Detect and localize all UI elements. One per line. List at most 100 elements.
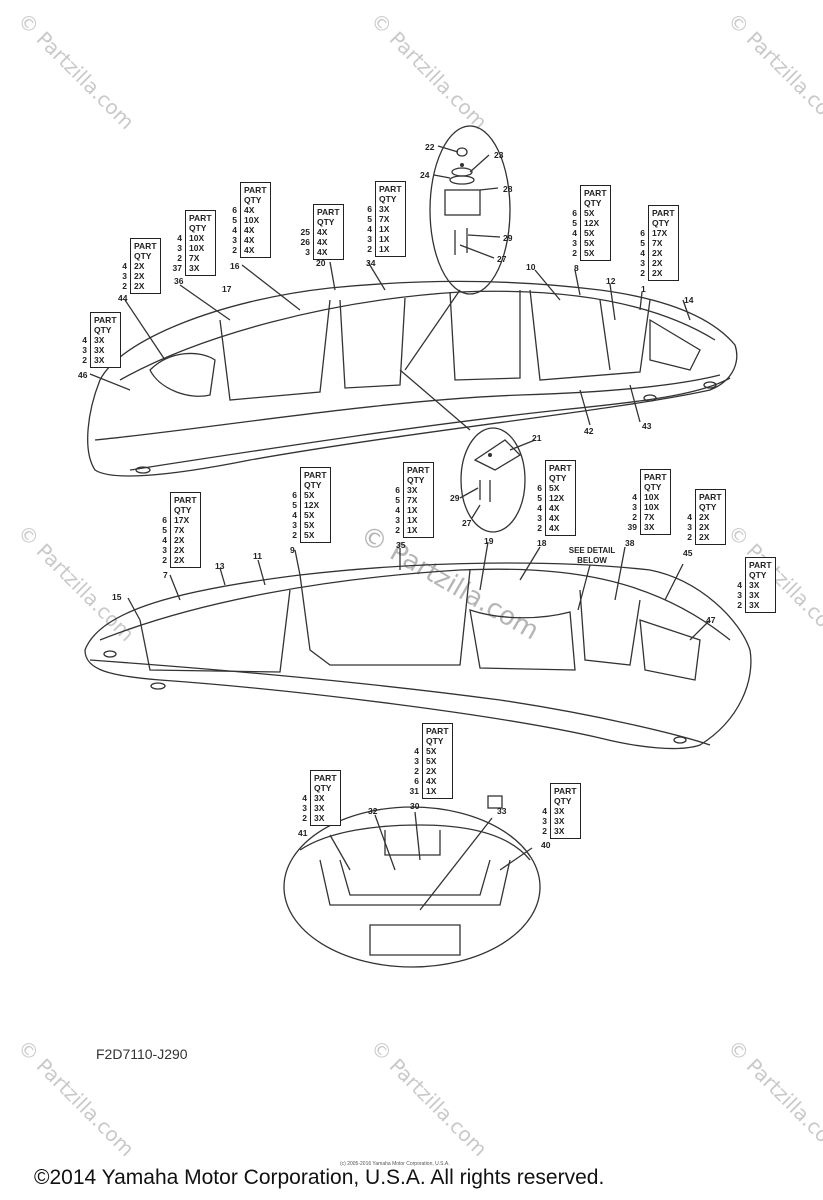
qty-header-qty: QTY <box>244 195 262 205</box>
qty-index: 3 <box>177 243 182 253</box>
qty-index: 25 <box>300 227 310 237</box>
callout-34: 34 <box>366 258 376 268</box>
qty-header-qty: QTY <box>189 223 207 233</box>
small-copyright: (c) 2005-2016 Yamaha Motor Corporation, … <box>340 1161 450 1167</box>
qty-header-qty: QTY <box>699 502 717 512</box>
qty-value: 3X <box>407 485 418 495</box>
qty-header-qty: QTY <box>652 218 670 228</box>
qty-header-part: PART <box>584 188 607 198</box>
qty-value: 4X <box>549 503 560 513</box>
qty-value: 5X <box>304 490 315 500</box>
qty-value: 4X <box>244 245 255 255</box>
rear-detail <box>283 806 541 968</box>
qty-header-part: PART <box>426 726 449 736</box>
qty-index: 4 <box>737 580 742 590</box>
qty-index: 2 <box>82 355 87 365</box>
qty-index: 3 <box>687 522 692 532</box>
callout-9: 9 <box>290 545 295 555</box>
qty-header-qty: QTY <box>407 475 425 485</box>
qty-value: 3X <box>94 355 105 365</box>
qty-index: 3 <box>232 235 237 245</box>
bottom-hull-outline <box>84 562 752 750</box>
qty-index: 4 <box>687 512 692 522</box>
qty-value: 5X <box>304 510 315 520</box>
qty-value: 1X <box>379 244 390 254</box>
qty-header-qty: QTY <box>379 194 397 204</box>
qty-index: 4 <box>395 505 400 515</box>
callout-47: 47 <box>706 615 716 625</box>
qty-index: 5 <box>395 495 400 505</box>
qty-index: 3 <box>292 520 297 530</box>
qty-index: 3 <box>640 258 645 268</box>
callout-36: 36 <box>174 276 184 286</box>
qty-index: 5 <box>537 493 542 503</box>
qty-header-part: PART <box>174 495 197 505</box>
qty-value: 2X <box>652 268 663 278</box>
qty-value: 2X <box>652 258 663 268</box>
qty-index: 2 <box>537 523 542 533</box>
qty-index: 2 <box>414 766 419 776</box>
qty-header-qty: QTY <box>314 783 332 793</box>
callout-24: 24 <box>420 170 430 180</box>
qty-index: 3 <box>572 238 577 248</box>
qty-value: 7X <box>379 214 390 224</box>
callout-35: 35 <box>396 540 406 550</box>
qty-index: 6 <box>572 208 577 218</box>
callout-28: 28 <box>503 184 513 194</box>
callout-41: 41 <box>298 828 308 838</box>
qty-value: 5X <box>584 208 595 218</box>
qty-index: 39 <box>627 522 637 532</box>
qty-value: 2X <box>652 248 663 258</box>
see-detail-note: SEE DETAIL BELOW <box>568 546 616 565</box>
qty-header-qty: QTY <box>174 505 192 515</box>
qty-value: 2X <box>426 766 437 776</box>
qty-index: 5 <box>572 218 577 228</box>
qty-value: 4X <box>549 523 560 533</box>
qty-index: 4 <box>367 224 372 234</box>
qty-index: 4 <box>177 233 182 243</box>
qty-index: 3 <box>542 816 547 826</box>
qty-index: 4 <box>632 492 637 502</box>
qty-value: 1X <box>379 224 390 234</box>
qty-value: 2X <box>174 545 185 555</box>
callout-10: 10 <box>526 262 536 272</box>
callout-27b: 27 <box>462 518 472 528</box>
qty-value: 5X <box>426 746 437 756</box>
qty-value: 3X <box>314 803 325 813</box>
qty-value: 4X <box>244 205 255 215</box>
qty-header-part: PART <box>554 786 577 796</box>
qty-value: 12X <box>549 493 565 503</box>
callout-12: 12 <box>606 276 616 286</box>
callout-27a: 27 <box>497 254 507 264</box>
qty-value: 17X <box>652 228 668 238</box>
qty-value: 2X <box>134 261 145 271</box>
qty-index: 6 <box>414 776 419 786</box>
qty-index: 4 <box>82 335 87 345</box>
qty-index: 5 <box>292 500 297 510</box>
qty-index: 2 <box>177 253 182 263</box>
qty-header-part: PART <box>314 773 337 783</box>
qty-value: 4X <box>426 776 437 786</box>
qty-index: 3 <box>122 271 127 281</box>
qty-value: 3X <box>379 204 390 214</box>
qty-value: 7X <box>407 495 418 505</box>
callout-7: 7 <box>163 570 168 580</box>
qty-index: 2 <box>572 248 577 258</box>
top-hull-outline <box>87 280 738 477</box>
qty-index: 5 <box>367 214 372 224</box>
qty-header-qty: QTY <box>549 473 567 483</box>
qty-index: 3 <box>367 234 372 244</box>
qty-header-qty: QTY <box>426 736 444 746</box>
callout-14: 14 <box>684 295 694 305</box>
callout-23: 23 <box>494 150 504 160</box>
qty-index: 6 <box>537 483 542 493</box>
qty-index: 4 <box>232 225 237 235</box>
qty-index: 3 <box>395 515 400 525</box>
